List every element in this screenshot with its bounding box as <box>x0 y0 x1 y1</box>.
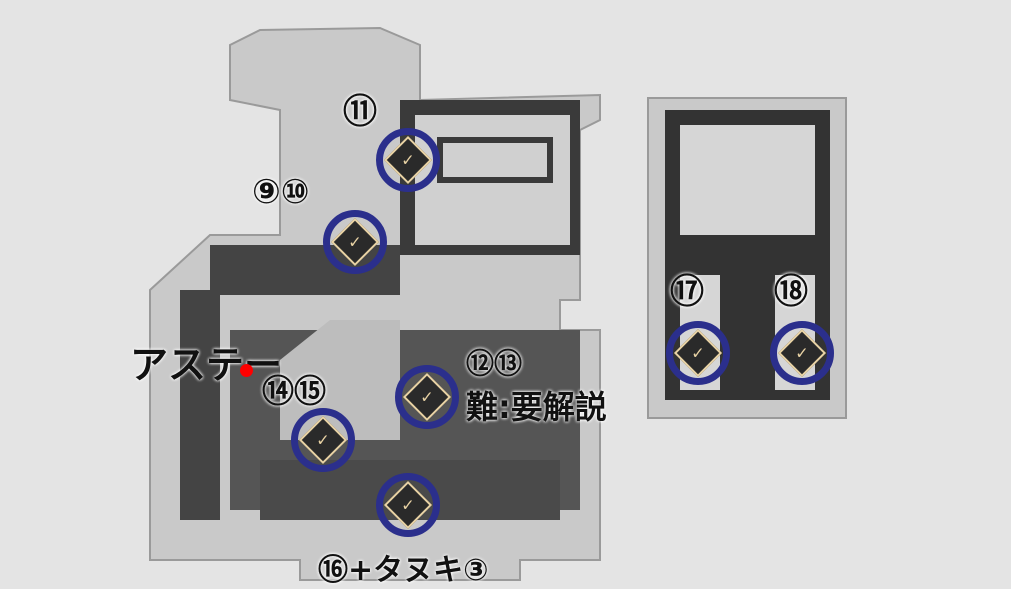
check-icon: ✓ <box>420 387 434 407</box>
player-position-dot <box>240 364 253 377</box>
label-18: ⑱ <box>774 272 808 312</box>
check-icon: ✓ <box>316 430 330 450</box>
chest-marker-12-13[interactable]: ✓ <box>395 365 459 429</box>
chest-marker-11[interactable]: ✓ <box>376 128 440 192</box>
chest-marker-18[interactable]: ✓ <box>770 321 834 385</box>
player-name-label: アステー <box>130 343 283 387</box>
check-icon: ✓ <box>348 232 362 252</box>
chest-marker-16[interactable]: ✓ <box>376 473 440 537</box>
chest-marker-17[interactable]: ✓ <box>666 321 730 385</box>
difficulty-note: 難:要解説 <box>466 388 607 426</box>
chest-marker-9-10[interactable]: ✓ <box>323 210 387 274</box>
label-17: ⑰ <box>670 272 704 312</box>
label-14-15: ⑭⑮ <box>262 372 327 410</box>
label-12-13: ⑫⑬ <box>466 347 523 380</box>
label-11: ⑪ <box>343 92 377 132</box>
check-icon: ✓ <box>401 495 415 515</box>
label-9-10: ⑨⑩ <box>252 172 310 212</box>
chest-marker-14-15[interactable]: ✓ <box>291 408 355 472</box>
check-icon: ✓ <box>691 343 705 363</box>
check-icon: ✓ <box>795 343 809 363</box>
check-icon: ✓ <box>401 150 415 170</box>
label-16: ⑯+タヌキ③ <box>318 553 489 588</box>
